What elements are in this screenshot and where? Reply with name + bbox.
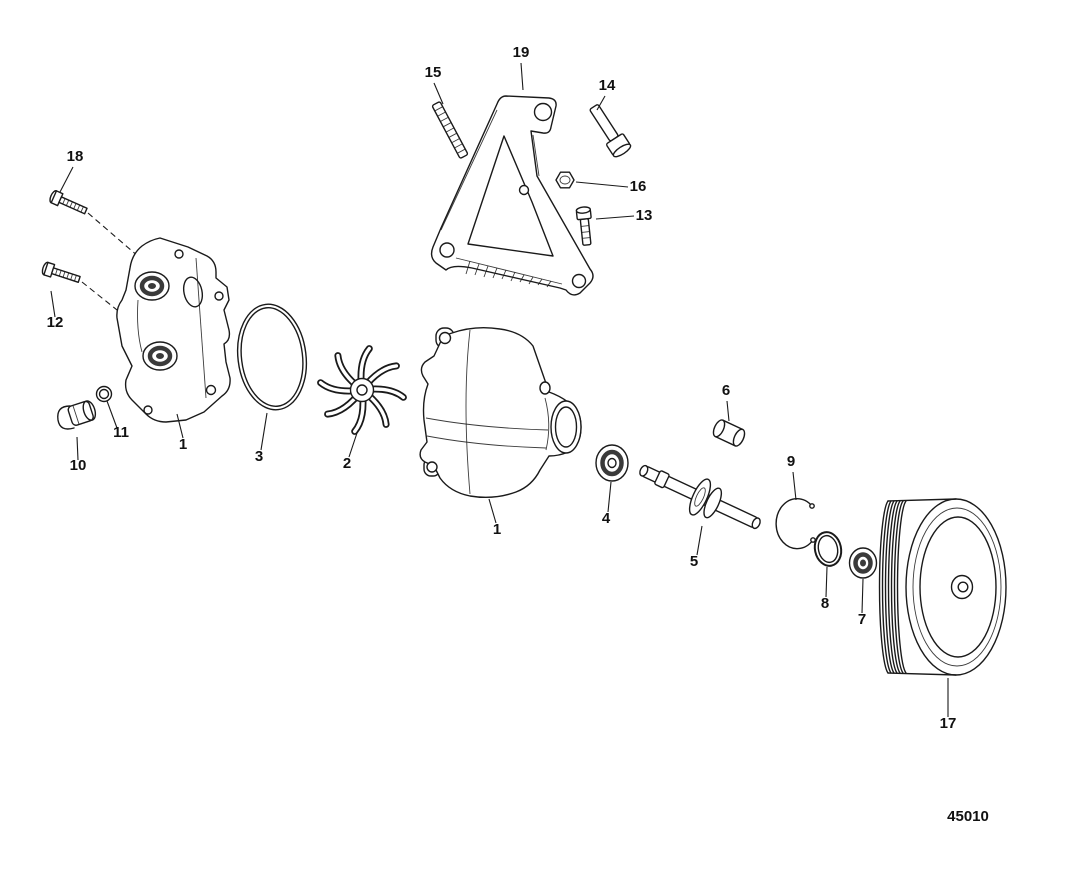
spacer-bushing-part6 [712,419,746,447]
leader-lines [50,62,949,717]
callout-5: 5 [690,553,698,570]
screw-part12 [41,261,81,283]
callout-2: 2 [343,455,351,472]
retaining-ring-part9 [775,497,816,550]
callout-8: 8 [821,595,829,612]
seal-part4 [595,444,629,482]
callout-18: 18 [67,148,84,165]
drain-plug-part10 [57,400,97,430]
callout-7: 7 [858,611,866,628]
pulley-part17 [878,498,1007,676]
impeller-part2 [317,345,407,435]
pump-housing-cover-part1 [116,237,231,423]
mounting-bracket-part19 [430,95,594,296]
bracket-strut-hatching [465,260,552,288]
hex-bolt-part14 [589,104,632,158]
nut-part16 [555,171,575,189]
callout-1-housing-cover: 1 [179,436,187,453]
callout-6: 6 [722,382,730,399]
pump-body-part1 [419,326,582,499]
callout-11: 11 [113,424,129,441]
pulley-grooves [878,500,907,674]
callout-14: 14 [599,77,616,94]
drawing-number: 45010 [947,808,989,825]
callout-15: 15 [425,64,442,81]
stud-part15 [431,101,469,159]
callout-12: 12 [47,314,64,331]
washer-part8 [813,531,843,567]
callout-16: 16 [630,178,647,195]
callout-9: 9 [787,453,795,470]
bearing-seal-part7 [848,547,878,579]
callout-1-pump-body: 1 [493,521,501,538]
screw-part18 [49,190,88,215]
callout-3: 3 [255,448,263,465]
callout-10: 10 [70,457,87,474]
callout-4: 4 [602,510,611,527]
o-ring-part11 [95,385,113,403]
bolt-part13 [575,206,592,246]
callout-19: 19 [513,44,530,61]
callout-17: 17 [940,715,957,732]
shaft-assembly-part5 [639,464,761,530]
o-ring-part3 [236,303,308,411]
callout-13: 13 [636,207,653,224]
